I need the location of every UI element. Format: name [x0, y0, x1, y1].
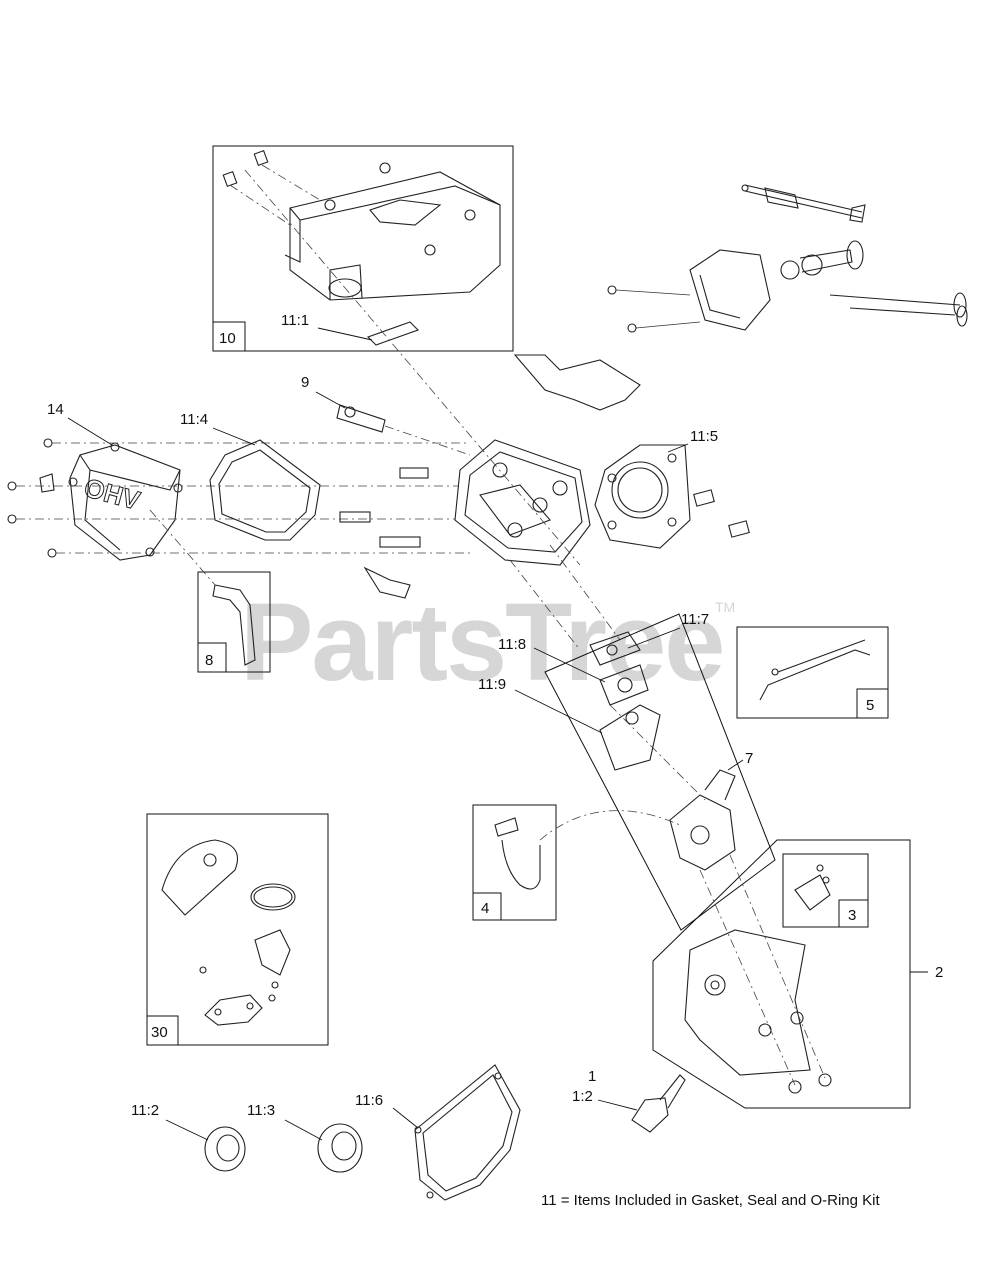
part-7-carburetor-group[interactable] — [544, 613, 776, 931]
part-3-choke-part[interactable] — [782, 853, 869, 928]
cylinder-head[interactable] — [244, 169, 621, 651]
callout-3: 3 — [848, 907, 856, 924]
part-11-4-valve-cover-gasket[interactable] — [209, 439, 321, 541]
callout-5: 5 — [866, 697, 874, 714]
callout-11-4: 11:4 — [180, 411, 208, 428]
part-30-carburetor-kit[interactable] — [146, 813, 329, 1046]
callout-10: 10 — [219, 330, 236, 347]
part-5-frame — [736, 626, 889, 719]
part-8-frame — [197, 571, 271, 673]
watermark: PartsTree — [240, 581, 723, 704]
part-3-frame — [782, 853, 869, 928]
callout-1: 1 — [588, 1068, 596, 1085]
callout-30: 30 — [151, 1024, 168, 1041]
leader-11-2 — [165, 1119, 209, 1141]
part-30-frame — [146, 813, 329, 1046]
callout-11-6: 11:6 — [355, 1092, 383, 1109]
part-1-key[interactable] — [631, 1074, 686, 1133]
leader-11-4 — [212, 427, 256, 446]
valve-cover-bolts — [7, 438, 470, 558]
leader-11-8 — [533, 647, 606, 683]
part-3-tag — [838, 899, 869, 928]
callout-7: 7 — [745, 750, 753, 767]
leader-11-3 — [284, 1119, 323, 1141]
leader-11-6 — [392, 1107, 419, 1129]
callout-4: 4 — [481, 900, 489, 917]
callout-8: 8 — [205, 652, 213, 669]
part-2-shroud[interactable] — [652, 839, 928, 1109]
callout-11-2: 11:2 — [131, 1102, 159, 1119]
callout-11-3: 11:3 — [247, 1102, 275, 1119]
part-9-spark-plug[interactable] — [336, 404, 471, 456]
part-4-fuel-line[interactable] — [472, 804, 681, 921]
part-11-3-seal[interactable] — [317, 1123, 363, 1173]
callout-11-1: 11:1 — [281, 312, 309, 329]
part-5-tag — [856, 688, 889, 719]
part-7-frame — [544, 613, 776, 931]
part-10-air-cleaner-cover[interactable] — [212, 145, 514, 352]
part-8-tag — [197, 642, 227, 673]
part-8-breather-tube[interactable] — [149, 509, 271, 673]
callout-11-5: 11:5 — [690, 428, 718, 445]
breather-plate — [513, 354, 641, 411]
part-4-frame — [472, 804, 557, 921]
part-10-tag — [212, 321, 246, 352]
watermark-trademark: TM — [715, 599, 735, 615]
leader-9 — [315, 391, 346, 409]
part-14-valve-cover[interactable]: OHV — [68, 442, 183, 561]
part-4-tag — [472, 892, 502, 921]
leader-14 — [67, 417, 113, 446]
part-11-6-crankcase-gasket[interactable] — [414, 1064, 521, 1201]
part-30-tag — [146, 1015, 179, 1046]
part-5-linkage[interactable] — [736, 626, 889, 719]
callout-1-2: 1:2 — [572, 1088, 593, 1105]
part-10-frame — [212, 145, 514, 352]
callout-11-8: 11:8 — [498, 636, 526, 653]
kit-footnote: 11 = Items Included in Gasket, Seal and … — [541, 1192, 880, 1209]
callout-2: 2 — [935, 964, 943, 981]
leader-11-7 — [627, 627, 681, 649]
part-2-frame — [652, 839, 911, 1109]
leader-11-5 — [667, 443, 689, 453]
leader-11-1 — [317, 327, 373, 341]
valve-train-assembly[interactable] — [607, 184, 968, 333]
callout-11-9: 11:9 — [478, 676, 506, 693]
leader-11-9 — [514, 689, 603, 734]
leader-7 — [727, 759, 744, 771]
part-11-5-head-gasket[interactable] — [594, 444, 750, 549]
callout-14: 14 — [47, 401, 64, 418]
callout-9: 9 — [301, 374, 309, 391]
part-11-2-seal[interactable] — [204, 1126, 246, 1172]
callout-11-7: 11:7 — [681, 611, 709, 628]
leader-1 — [597, 1099, 638, 1111]
